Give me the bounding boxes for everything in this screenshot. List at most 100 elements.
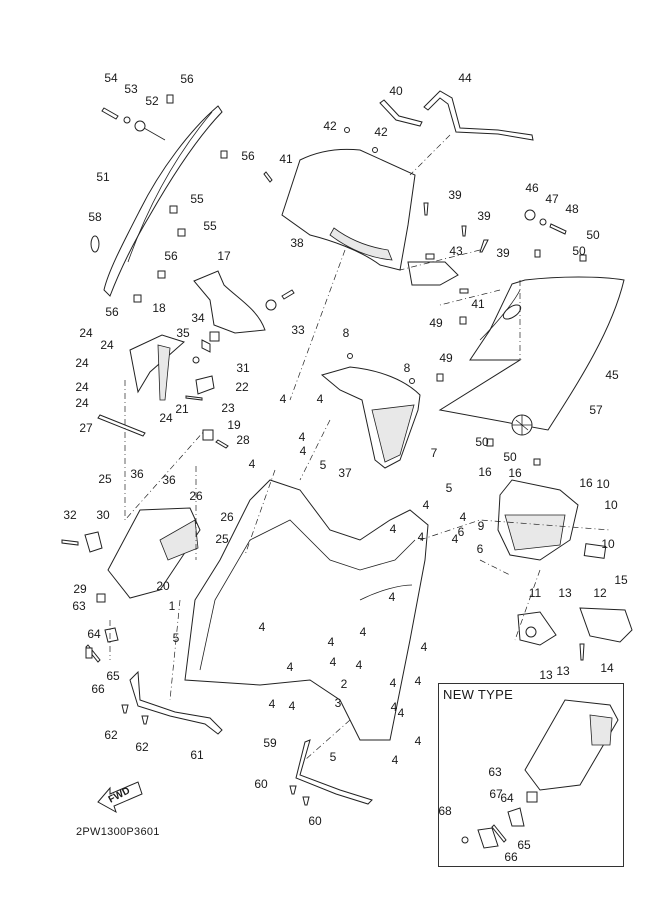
callout-33: 33 [291, 323, 305, 337]
part-50-nut [579, 254, 587, 262]
part-8-screw [347, 353, 353, 359]
part-44-bracket [423, 90, 534, 141]
part-49-nut [459, 316, 467, 325]
part-1-leg-shield [184, 479, 429, 741]
callout-4: 4 [389, 522, 397, 536]
callout-48: 48 [565, 202, 579, 216]
callout-62: 62 [104, 728, 118, 742]
part-32-bolt [61, 539, 79, 546]
callout-21: 21 [175, 402, 189, 416]
part-39-screw [479, 239, 489, 253]
callout-41: 41 [279, 152, 293, 166]
callout-64: 64 [87, 627, 101, 641]
callout-3: 3 [334, 696, 342, 710]
callout-6: 6 [476, 542, 484, 556]
part-28-screw [215, 439, 229, 449]
callout-10: 10 [596, 477, 610, 491]
part-45-side-cover [438, 276, 625, 431]
part-33-grommet [265, 299, 277, 311]
callout-4: 4 [391, 753, 399, 767]
part-50-nut [534, 249, 541, 258]
callout-50: 50 [572, 244, 586, 258]
callout-34: 34 [191, 311, 205, 325]
callout-4: 4 [329, 655, 337, 669]
callout-38: 38 [290, 236, 304, 250]
callout-63: 63 [72, 599, 86, 613]
callout-4: 4 [355, 658, 363, 672]
part-59-rail [295, 739, 373, 805]
callout-8: 8 [342, 326, 350, 340]
callout-63: 63 [488, 765, 502, 779]
callout-62: 62 [135, 740, 149, 754]
part-23-rod [185, 395, 203, 401]
part-46-grommet [524, 209, 536, 221]
callout-24: 24 [79, 326, 93, 340]
callout-29: 29 [73, 582, 87, 596]
callout-52: 52 [145, 94, 159, 108]
callout-49: 49 [439, 351, 453, 365]
callout-43: 43 [449, 244, 463, 258]
callout-4: 4 [414, 734, 422, 748]
callout-22: 22 [235, 380, 249, 394]
part-43-nut [425, 253, 435, 260]
callout-4: 4 [414, 674, 422, 688]
part-34-seal [209, 331, 220, 342]
newtype-part-68-screw [461, 836, 469, 844]
callout-17: 17 [217, 249, 231, 263]
callout-56: 56 [164, 249, 178, 263]
part-56-clip [157, 270, 166, 279]
part-39-screw [423, 202, 429, 216]
callout-28: 28 [236, 433, 250, 447]
part-30-bracket [84, 531, 103, 553]
callout-13: 13 [556, 664, 570, 678]
callout-66: 66 [504, 850, 518, 864]
callout-4: 4 [459, 510, 467, 524]
callout-36: 36 [130, 467, 144, 481]
callout-51: 51 [96, 170, 110, 184]
callout-42: 42 [374, 125, 388, 139]
callout-36: 36 [162, 473, 176, 487]
callout-24: 24 [100, 338, 114, 352]
callout-4: 4 [420, 640, 428, 654]
part-11-lamp [517, 611, 557, 646]
new-type-inset [438, 683, 624, 867]
callout-4: 4 [389, 676, 397, 690]
callout-66: 66 [91, 682, 105, 696]
callout-65: 65 [517, 838, 531, 852]
part-51-side-cover [103, 105, 223, 297]
callout-26: 26 [189, 489, 203, 503]
callout-61: 61 [190, 748, 204, 762]
callout-23: 23 [221, 401, 235, 415]
callout-37: 37 [338, 466, 352, 480]
newtype-part-65-plate [507, 807, 525, 827]
callout-50: 50 [475, 435, 489, 449]
callout-15: 15 [614, 573, 628, 587]
callout-4: 4 [327, 635, 335, 649]
callout-24: 24 [159, 411, 173, 425]
callout-16: 16 [579, 476, 593, 490]
callout-67: 67 [489, 787, 503, 801]
callout-40: 40 [389, 84, 403, 98]
callout-54: 54 [104, 71, 118, 85]
part-64-lock [104, 627, 119, 643]
part-60-screw [302, 796, 310, 806]
callout-4: 4 [268, 697, 276, 711]
callout-4: 4 [286, 660, 294, 674]
part-15-label [583, 543, 607, 559]
part-56-clip [166, 94, 174, 104]
callout-25: 25 [215, 532, 229, 546]
callout-8: 8 [403, 361, 411, 375]
part-66-key [85, 647, 93, 659]
callout-4: 4 [388, 590, 396, 604]
callout-35: 35 [176, 326, 190, 340]
callout-39: 39 [477, 209, 491, 223]
callout-60: 60 [308, 814, 322, 828]
callout-11: 11 [528, 586, 542, 600]
callout-60: 60 [254, 777, 268, 791]
callout-1: 1 [168, 599, 176, 613]
part-42-screw [344, 127, 350, 133]
callout-68: 68 [438, 804, 452, 818]
callout-24: 24 [75, 396, 89, 410]
callout-12: 12 [593, 586, 607, 600]
